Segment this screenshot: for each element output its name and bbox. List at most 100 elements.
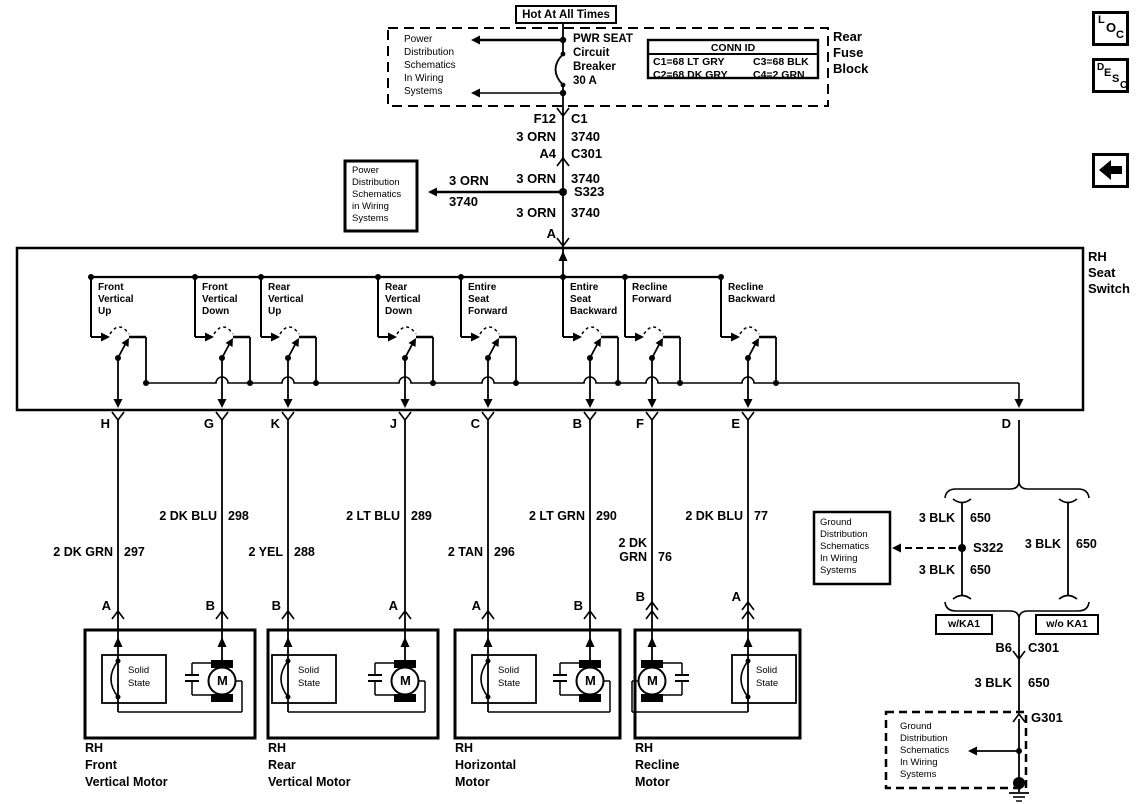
back-button[interactable] <box>1092 153 1129 188</box>
pin-letter: J <box>389 416 397 431</box>
power-ref-note-line: Schematics <box>404 60 456 71</box>
pin-wire-graphics <box>111 411 755 630</box>
switch-position-label: Seat <box>468 294 490 305</box>
motor-pin-letter: B <box>205 598 215 613</box>
solid-state-label: Solid <box>498 665 520 676</box>
motor-name: RH <box>268 741 287 755</box>
wire-circuit: 288 <box>294 545 315 559</box>
power-ref-note-line: Power <box>404 34 433 45</box>
pin-letter: K <box>270 416 280 431</box>
option-woka1-label: w/o KA1 <box>1046 618 1088 630</box>
switch-position-label: Up <box>98 306 112 317</box>
switch-position-label: Front <box>202 282 228 293</box>
desc-letter: S <box>1112 73 1120 85</box>
pin-a4-label: A4 <box>539 146 556 161</box>
pin-letter: H <box>100 416 110 431</box>
solid-state-label: Solid <box>298 665 320 676</box>
motor-name: Rear <box>268 758 296 772</box>
loc-letter: C <box>1116 29 1124 41</box>
switch-position-label: Rear <box>268 282 291 293</box>
wire-name: 2 LT GRN <box>528 509 585 523</box>
conn-id-entry: C4=2 GRN <box>753 69 805 81</box>
switch-position-label: Forward <box>468 306 508 317</box>
desc-button[interactable]: D E S C <box>1092 58 1129 93</box>
desc-letter: D <box>1097 62 1105 73</box>
pin-letter: B <box>572 416 582 431</box>
desc-letter: C <box>1120 80 1128 91</box>
power-ref-note-line: Distribution <box>404 47 455 58</box>
ground-ref-note-line: Distribution <box>820 529 868 540</box>
wire3-circuit: 3740 <box>571 205 600 220</box>
solid-state-label: Solid <box>756 665 778 676</box>
motor-name: Motor <box>455 775 490 789</box>
branch-ref-note-line: Power <box>352 165 379 176</box>
solid-state-label: State <box>498 678 521 689</box>
loc-letter: O <box>1106 20 1117 35</box>
pin-letter: G <box>203 416 214 431</box>
rear-fuse-block-name: Block <box>833 61 869 76</box>
ground-wire-circuit: 650 <box>970 563 991 577</box>
pin-letter: F <box>636 416 644 431</box>
splice-s323-label: S323 <box>574 184 605 199</box>
motor-pin-letter: B <box>635 589 645 604</box>
wire-name: 2 DK <box>618 536 647 550</box>
switch-position-label: Seat <box>570 294 592 305</box>
conn-id-title: CONN ID <box>710 42 756 54</box>
motor-symbol: M <box>217 673 228 688</box>
solid-state-label: State <box>756 678 779 689</box>
feed-line-graphics <box>343 107 570 248</box>
wire3-name: 3 ORN <box>516 205 556 220</box>
motor-name: Vertical Motor <box>85 775 168 789</box>
motor-pin-letter: A <box>731 589 741 604</box>
switch-position-label: Front <box>98 282 124 293</box>
wire1-name: 3 ORN <box>516 129 556 144</box>
ground-wire-circuit: 650 <box>1076 537 1097 551</box>
motor-name: Recline <box>635 758 680 772</box>
switch-pin-a-label: A <box>546 226 556 241</box>
ground-wire-name: 3 BLK <box>918 511 955 525</box>
switch-position-label: Down <box>202 306 230 317</box>
switch-position-label: Vertical <box>98 294 134 305</box>
loc-letter: L <box>1098 14 1105 26</box>
solid-state-label: Solid <box>128 665 150 676</box>
conn-id-entry: C3=68 BLK <box>753 56 809 68</box>
wire2-name: 3 ORN <box>516 171 556 186</box>
wire-name: 2 LT BLU <box>346 509 400 523</box>
motor-pin-letter: A <box>388 598 398 613</box>
ground-wire-name: 3 BLK <box>974 675 1012 690</box>
ground-ref-note2-line: Ground <box>900 721 932 732</box>
motor-name: RH <box>455 741 474 755</box>
branch-ref-note-line: in Wiring <box>352 201 389 212</box>
motor-graphics <box>83 628 802 740</box>
seat-switch-graphics <box>15 246 1085 412</box>
ground-ref-note-line: In Wiring <box>820 553 858 564</box>
power-ref-note-line: Systems <box>404 86 443 97</box>
motor-name: RH <box>635 741 654 755</box>
ground-ref-note-line: Schematics <box>820 541 870 552</box>
ground-wire-circuit: 650 <box>970 511 991 525</box>
wire-name: 2 TAN <box>447 545 483 559</box>
connector-c1-label: C1 <box>571 111 588 126</box>
wire-name: 2 DK BLU <box>159 509 217 523</box>
fuse-block-graphics <box>387 5 829 112</box>
fuse-pin-label: F12 <box>533 111 556 126</box>
wire-circuit: 289 <box>411 509 432 523</box>
wire-name: GRN <box>619 550 647 564</box>
loc-button[interactable]: L O C <box>1092 11 1129 46</box>
option-wka1-label: w/KA1 <box>947 618 981 630</box>
switch-position-label: Down <box>385 306 413 317</box>
wire-circuit: 296 <box>494 545 515 559</box>
switch-position-label: Vertical <box>202 294 238 305</box>
switch-position-label: Rear <box>385 282 408 293</box>
switch-position-label: Entire <box>468 282 497 293</box>
motor-name: RH <box>85 741 104 755</box>
ground-id-label: G301 <box>1031 710 1063 725</box>
motor-pin-letter: A <box>101 598 111 613</box>
back-arrow-icon <box>1099 160 1122 180</box>
ground-ref-note2-line: Distribution <box>900 733 948 744</box>
ground-ref-note2-line: Systems <box>900 769 937 780</box>
solid-state-label: State <box>298 678 321 689</box>
pin-letter-d: D <box>1001 416 1011 431</box>
pin-letter: E <box>731 416 740 431</box>
